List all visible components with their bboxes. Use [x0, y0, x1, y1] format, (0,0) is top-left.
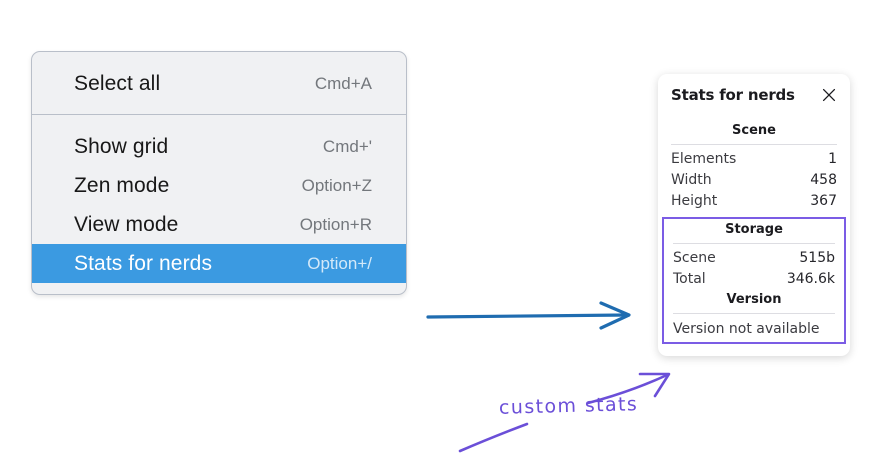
stats-row-scene: Scene 515b: [673, 247, 835, 268]
menu-item-shortcut: Option+/: [307, 253, 372, 273]
menu-item-stats-for-nerds[interactable]: Stats for nerds Option+/: [32, 244, 406, 283]
menu-item-zen-mode[interactable]: Zen mode Option+Z: [32, 166, 406, 205]
menu-group-2: Show grid Cmd+' Zen mode Option+Z View m…: [32, 115, 406, 294]
menu-item-select-all[interactable]: Select all Cmd+A: [32, 64, 406, 103]
stats-for-nerds-panel[interactable]: Stats for nerds Scene Elements 1 Width 4…: [658, 74, 850, 356]
stats-section-scene: Scene Elements 1 Width 458 Height 367: [658, 120, 850, 211]
section-rule: [673, 313, 835, 314]
purple-underline-stroke: [458, 422, 529, 453]
stats-row-value: 367: [810, 193, 837, 209]
menu-item-shortcut: Cmd+': [322, 136, 372, 156]
blue-arrow-right-icon: [426, 301, 631, 330]
menu-item-label: View mode: [74, 212, 179, 236]
stats-row-value: 515b: [799, 250, 835, 266]
menu-item-shortcut: Cmd+A: [314, 73, 372, 93]
stats-section-storage: Storage Scene 515b Total 346.6k: [673, 219, 835, 289]
close-icon[interactable]: [821, 87, 837, 103]
section-heading: Storage: [725, 222, 783, 237]
stats-row-value: 1: [828, 151, 837, 167]
menu-item-view-mode[interactable]: View mode Option+R: [32, 205, 406, 244]
menu-item-shortcut: Option+Z: [301, 175, 372, 195]
menu-item-label: Stats for nerds: [74, 251, 213, 275]
stats-panel-title: Stats for nerds: [671, 86, 795, 104]
menu-item-label: Select all: [74, 71, 161, 95]
version-not-available-text: Version not available: [673, 321, 820, 337]
stats-row-label: Total: [673, 271, 706, 287]
section-heading: Version: [726, 292, 782, 307]
menu-divider: [32, 114, 406, 115]
menu-group-1: Select all Cmd+A: [32, 52, 406, 114]
custom-stats-highlight-box: Storage Scene 515b Total 346.6k Version …: [662, 217, 846, 344]
menu-item-label: Zen mode: [74, 173, 170, 197]
section-rule: [673, 243, 835, 244]
custom-stats-annotation-label: custom stats: [498, 393, 639, 419]
stats-row-label: Scene: [673, 250, 716, 266]
stats-panel-header: Stats for nerds: [658, 84, 850, 104]
stats-row-value: 458: [810, 172, 837, 188]
stats-row-width: Width 458: [671, 169, 837, 190]
section-rule: [671, 144, 837, 145]
stats-row-elements: Elements 1: [671, 148, 837, 169]
menu-item-shortcut: Option+R: [299, 214, 372, 234]
section-heading: Scene: [732, 123, 776, 138]
canvas-context-menu[interactable]: Select all Cmd+A Show grid Cmd+' Zen mod…: [31, 51, 407, 295]
stats-row-value: 346.6k: [786, 271, 835, 287]
menu-item-label: Show grid: [74, 134, 169, 158]
stats-row-total: Total 346.6k: [673, 268, 835, 289]
stats-row-label: Elements: [671, 151, 737, 167]
stats-row-label: Height: [671, 193, 718, 209]
menu-item-show-grid[interactable]: Show grid Cmd+': [32, 127, 406, 166]
stats-row-label: Width: [671, 172, 712, 188]
stats-row-height: Height 367: [671, 190, 837, 211]
stats-section-version: Version Version not available: [673, 289, 835, 338]
